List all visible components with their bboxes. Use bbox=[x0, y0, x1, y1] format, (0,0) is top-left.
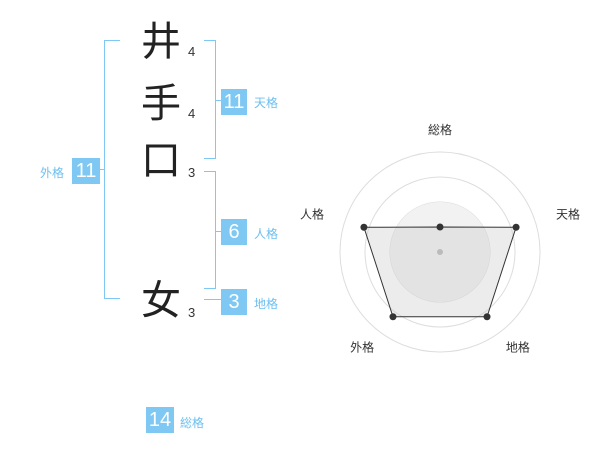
radar-point-2 bbox=[512, 223, 520, 231]
stroke-count-4: 3 bbox=[188, 305, 196, 320]
jinkaku-value: 6 bbox=[221, 219, 247, 245]
radar-point-1 bbox=[436, 223, 444, 231]
radar-point-5 bbox=[360, 223, 368, 231]
stroke-count-2: 4 bbox=[188, 106, 196, 121]
gaikaku-bracket bbox=[104, 40, 120, 299]
stroke-count-3: 3 bbox=[188, 165, 196, 180]
stroke-count-1: 4 bbox=[188, 44, 196, 59]
jinkaku-label: 人格 bbox=[254, 227, 279, 241]
soukaku-value: 14 bbox=[146, 407, 174, 433]
name-char-4: 女 bbox=[141, 278, 181, 324]
tenkaku-label: 天格 bbox=[254, 96, 279, 110]
tenkaku-bracket bbox=[204, 40, 216, 159]
chikaku-connector bbox=[204, 299, 222, 300]
jinkaku-bracket bbox=[204, 171, 216, 289]
gaikaku-label: 外格 bbox=[40, 166, 65, 180]
radar-point-3 bbox=[483, 313, 491, 321]
gaikaku-value: 11 bbox=[72, 158, 100, 184]
radar-axis-label-5: 人格 bbox=[300, 206, 324, 221]
name-char-2: 手 bbox=[141, 81, 181, 127]
name-char-1: 井 bbox=[141, 19, 181, 65]
radar-point-4 bbox=[389, 313, 397, 321]
radar-ring bbox=[364, 176, 516, 328]
radar-center-point bbox=[437, 249, 443, 255]
radar-axis-label-4: 外格 bbox=[350, 339, 374, 354]
radar-axis-label-3: 地格 bbox=[506, 339, 530, 354]
tenkaku-value: 11 bbox=[221, 89, 247, 115]
chikaku-label: 地格 bbox=[254, 297, 279, 311]
soukaku-label: 総格 bbox=[180, 416, 205, 430]
tenkaku-connector bbox=[216, 100, 222, 101]
jinkaku-connector bbox=[216, 231, 222, 232]
chikaku-value: 3 bbox=[221, 289, 247, 315]
radar-axis-label-2: 天格 bbox=[556, 206, 580, 221]
radar-ring bbox=[339, 151, 541, 353]
radar-axis-label-1: 総格 bbox=[428, 122, 452, 137]
name-char-3: 口 bbox=[141, 138, 181, 184]
radar-series-polygon bbox=[363, 226, 517, 318]
